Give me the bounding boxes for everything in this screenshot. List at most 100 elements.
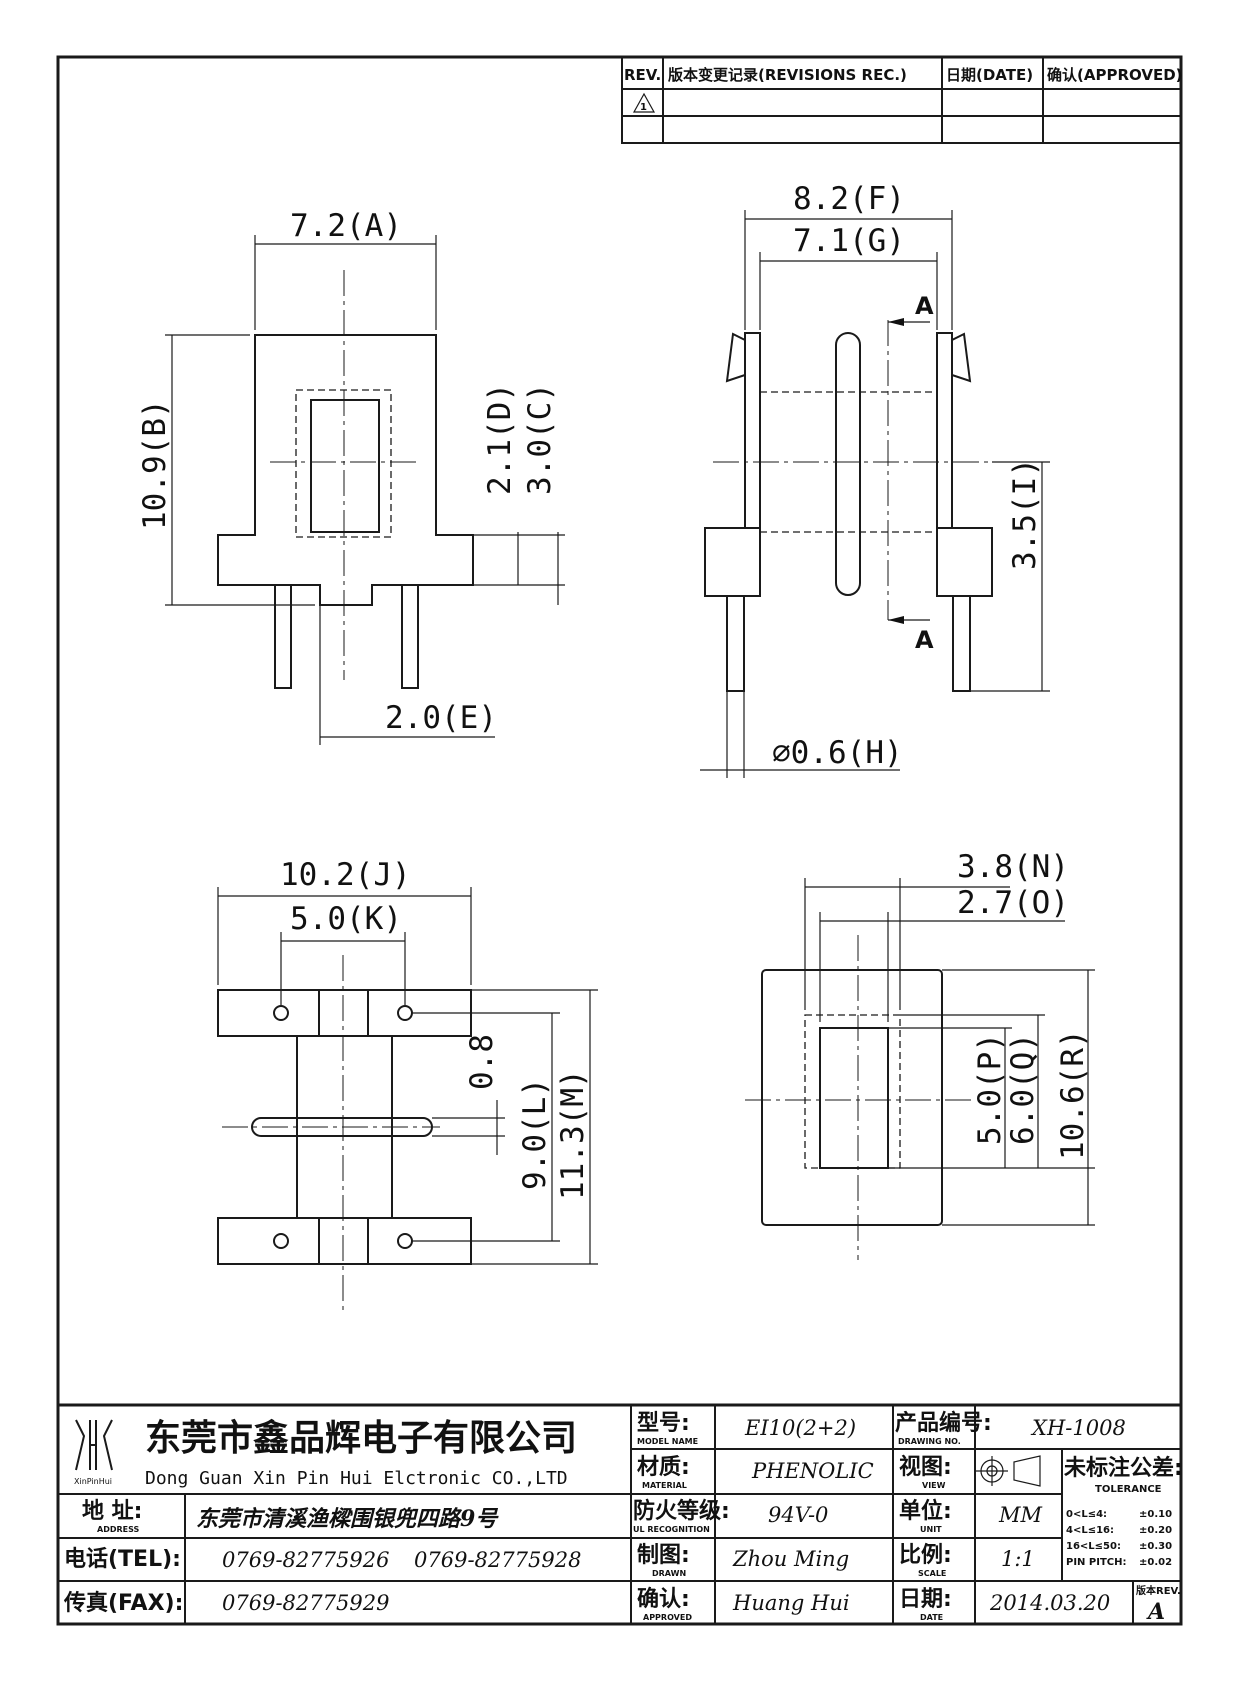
dim-e: 2.0(E) <box>385 700 497 736</box>
date-label: 日期: <box>899 1587 952 1612</box>
section-window <box>819 1027 889 1169</box>
model-label: 型号: <box>637 1411 690 1436</box>
drawing-no-value: XH-1008 <box>1030 1416 1126 1440</box>
company-logo: XinPinHui <box>74 1419 113 1486</box>
section-view: 3.8(N) 2.7(O) 5.0(P) 6.0(Q) 10.6(R) <box>745 849 1095 1260</box>
section-label-bottom: A <box>915 626 934 654</box>
tel-value-1: 0769-82775926 <box>222 1548 389 1572</box>
address-label: 地 址: <box>82 1499 142 1524</box>
date-header: 日期(DATE) <box>946 66 1033 84</box>
bobbin-body-outline <box>217 334 474 606</box>
approved-header: 确认(APPROVED) <box>1047 66 1183 84</box>
address-sub: ADDRESS <box>97 1525 140 1534</box>
center-flange <box>835 332 861 596</box>
core-tube <box>296 1035 393 1219</box>
view-label: 视图: <box>899 1454 952 1480</box>
approved-value: Huang Hui <box>732 1591 850 1615</box>
tolerance-value: ±0.20 <box>1139 1525 1172 1536</box>
rev-value: A <box>1146 1599 1165 1625</box>
date-value: 2014.03.20 <box>989 1591 1110 1615</box>
tolerance-range: PIN PITCH: <box>1066 1557 1126 1568</box>
dim-l: 9.0(L) <box>517 1078 553 1190</box>
tolerance-range: 0<L≤4: <box>1066 1509 1107 1520</box>
tolerance-value: ±0.10 <box>1139 1509 1172 1520</box>
fax-value: 0769-82775929 <box>222 1591 389 1615</box>
pin-right <box>952 595 971 692</box>
drawing-no-sub: DRAWING NO. <box>898 1437 961 1446</box>
dim-r: 10.6(R) <box>1055 1029 1091 1160</box>
hidden-section-outline <box>804 1014 901 1169</box>
dim-p: 5.0(P) <box>972 1033 1008 1145</box>
tolerance-value: ±0.30 <box>1139 1541 1172 1552</box>
tolerance-label: 未标注公差: <box>1064 1455 1183 1481</box>
scale-value: 1:1 <box>1001 1547 1035 1571</box>
revision-table: REV. 版本变更记录(REVISIONS REC.) 日期(DATE) 确认(… <box>621 56 1183 144</box>
dim-o: 2.7(O) <box>957 885 1069 921</box>
tel-value-2: 0769-82775928 <box>414 1548 581 1572</box>
dim-f: 8.2(F) <box>793 181 905 217</box>
drawn-sub: DRAWN <box>652 1569 686 1578</box>
winding-window <box>310 399 380 533</box>
rev-header: REV. <box>624 66 661 84</box>
unit-value: MM <box>998 1503 1043 1527</box>
front-view: 7.2(A) 10.9(B) 2.1(D) 3.0(C) 2.0(E) <box>137 208 565 745</box>
pin-hole <box>273 1005 289 1021</box>
scale-label: 比例: <box>899 1543 952 1568</box>
dim-c: 3.0(C) <box>522 383 558 495</box>
title-block: XinPinHui 东莞市鑫品辉电子有限公司 Dong Guan Xin Pin… <box>58 1403 1183 1625</box>
address-value: 东莞市清溪渔樑围银兜四路9号 <box>196 1506 499 1532</box>
top-view: 10.2(J) 5.0(K) 0.8 9.0(L) 11.3(M) <box>217 857 598 1310</box>
tolerance-sub: TOLERANCE <box>1095 1484 1162 1495</box>
drawn-label: 制图: <box>637 1543 690 1568</box>
dim-g: 7.1(G) <box>793 223 905 259</box>
drawing-frame <box>56 55 1183 1626</box>
rev-label: 版本REV. <box>1136 1584 1181 1597</box>
dim-gap: 0.8 <box>464 1034 500 1090</box>
center-flange <box>251 1117 433 1137</box>
flange-right <box>936 332 953 529</box>
drawing-no-label: 产品编号: <box>895 1410 992 1436</box>
dim-h: ⌀0.6(H) <box>772 735 903 771</box>
dim-q: 6.0(Q) <box>1005 1033 1041 1145</box>
pin <box>401 584 419 689</box>
drawn-value: Zhou Ming <box>732 1547 849 1571</box>
dim-j: 10.2(J) <box>280 857 411 893</box>
ul-sub: UL RECOGNITION <box>633 1525 710 1534</box>
model-sub: MODEL NAME <box>637 1437 698 1446</box>
ul-label: 防火等级: <box>633 1498 730 1524</box>
approved-label: 确认: <box>637 1586 690 1612</box>
pin-block-left <box>704 527 761 597</box>
tolerance-range: 16<L≤50: <box>1066 1541 1121 1552</box>
pin-hole <box>397 1005 413 1021</box>
unit-label: 单位: <box>899 1498 952 1524</box>
revisions-header: 版本变更记录(REVISIONS REC.) <box>668 66 907 84</box>
material-value: PHENOLIC <box>751 1459 874 1483</box>
dim-d: 2.1(D) <box>482 383 518 495</box>
section-label-top: A <box>915 292 934 320</box>
material-sub: MATERIAL <box>642 1481 687 1490</box>
dim-n: 3.8(N) <box>957 849 1069 885</box>
dim-m: 11.3(M) <box>555 1069 591 1200</box>
tolerance-range: 4<L≤16: <box>1066 1525 1114 1536</box>
model-value: EI10(2+2) <box>744 1416 856 1440</box>
pin-left <box>726 595 745 692</box>
dim-a: 7.2(A) <box>290 208 402 244</box>
fax-label: 传真(FAX): <box>63 1590 183 1616</box>
company-name-cn: 东莞市鑫品辉电子有限公司 <box>145 1418 577 1459</box>
logo-text: XinPinHui <box>74 1477 112 1486</box>
side-view: A A 8.2(F) 7.1(G) 3.5(I) ⌀0.6(H) <box>700 181 1050 778</box>
dim-i: 3.5(I) <box>1007 458 1043 570</box>
company-name-en: Dong Guan Xin Pin Hui Elctronic CO.,LTD <box>145 1468 568 1489</box>
approved-sub: APPROVED <box>643 1613 692 1622</box>
revision-triangle-icon <box>632 92 656 113</box>
pin-hole <box>397 1233 413 1249</box>
tel-label: 电话(TEL): <box>64 1547 181 1572</box>
hidden-window-outline <box>295 389 392 538</box>
material-label: 材质: <box>637 1455 690 1480</box>
pin-block-right <box>936 527 993 597</box>
date-sub: DATE <box>920 1613 943 1622</box>
section-outline <box>761 969 943 1226</box>
revision-mark: 1 <box>640 102 647 113</box>
tolerance-value: ±0.02 <box>1139 1557 1172 1568</box>
